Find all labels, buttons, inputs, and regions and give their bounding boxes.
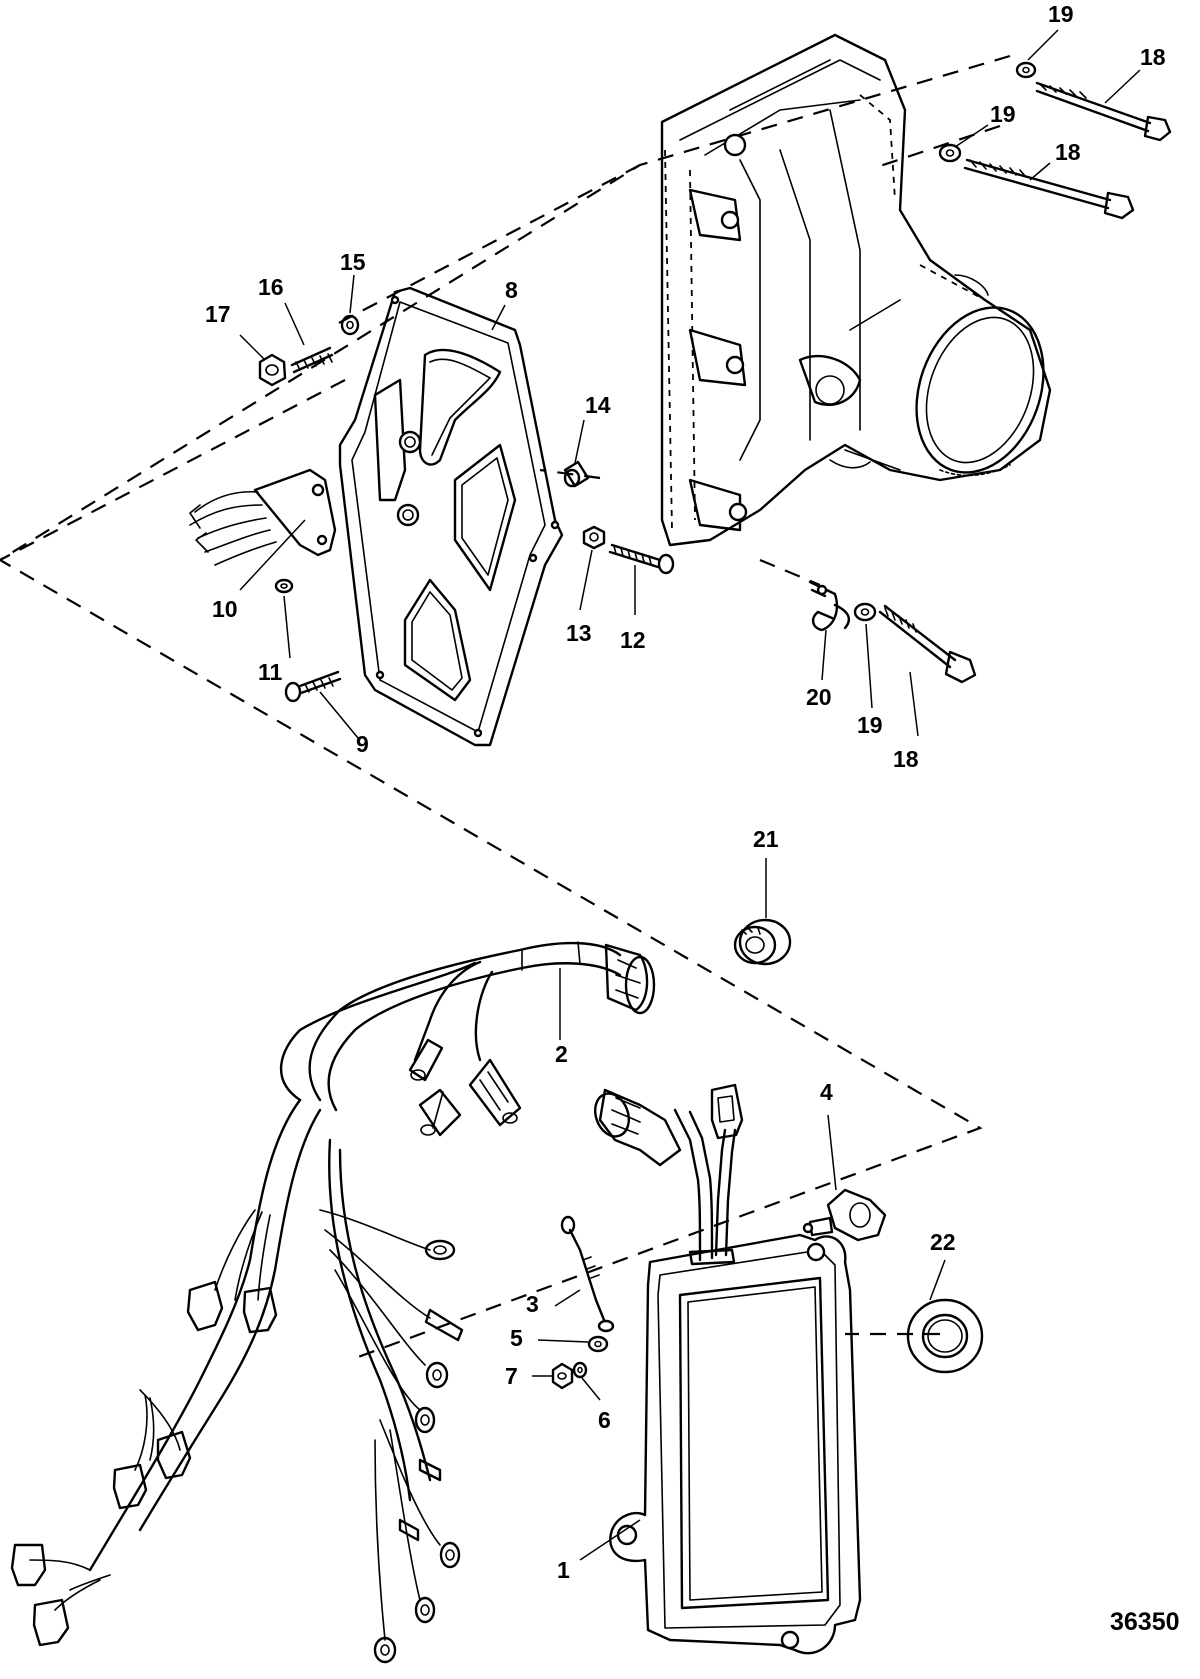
washer-19-middle [938, 143, 962, 163]
callout-1: 1 [557, 1557, 570, 1583]
bracket-10 [189, 468, 337, 566]
callout-9: 9 [356, 731, 369, 757]
bolt-18-middle [963, 158, 1135, 220]
washer-15 [340, 314, 360, 336]
stud-16 [290, 346, 334, 374]
callout-8: 8 [505, 277, 518, 303]
ground-lead-3 [560, 1215, 615, 1333]
screw-9 [284, 670, 342, 703]
grommet-22 [906, 1298, 984, 1374]
washer-19-lower [853, 602, 877, 622]
callout-5: 5 [510, 1325, 523, 1351]
wiring-harness-2 [10, 941, 656, 1664]
callout-21: 21 [753, 826, 779, 852]
washer-19-upper [1015, 61, 1037, 79]
grommet-21 [733, 918, 792, 966]
bolt-18-lower [878, 604, 977, 684]
callout-15: 15 [340, 249, 366, 275]
callout-16: 16 [258, 274, 284, 300]
leader-lines [239, 29, 1141, 1561]
callout-12: 12 [620, 627, 646, 653]
washer-11 [274, 578, 294, 594]
callout-4: 4 [820, 1079, 833, 1105]
spacer-14 [563, 460, 590, 488]
callout-18-middle: 18 [1055, 139, 1081, 165]
callout-18-upper: 18 [1140, 44, 1166, 70]
callout-22: 22 [930, 1229, 956, 1255]
washer-6 [572, 1361, 588, 1379]
callout-19-lower: 19 [857, 712, 883, 738]
bolt-18-upper [1035, 81, 1172, 142]
nut-7 [551, 1362, 574, 1390]
nut-17 [258, 353, 287, 387]
assembly-guide-lines [0, 54, 1011, 1362]
callout-20: 20 [806, 684, 832, 710]
callout-10: 10 [212, 596, 238, 622]
figure-number: 36350 [1110, 1608, 1180, 1636]
callout-14: 14 [585, 392, 611, 418]
screw-12 [608, 543, 675, 575]
mounting-bracket-housing [660, 33, 1052, 547]
nut-13 [582, 525, 606, 550]
callout-11: 11 [258, 659, 283, 685]
lockwasher-5 [587, 1335, 609, 1353]
callout-7: 7 [505, 1363, 518, 1389]
cable-clamp-20 [808, 580, 851, 632]
callout-2: 2 [555, 1041, 568, 1067]
callout-labels: 19 18 19 18 15 16 17 8 14 10 13 12 11 9 … [205, 1, 1166, 1583]
callout-17: 17 [205, 301, 231, 327]
callout-18-lower: 18 [893, 746, 919, 772]
callout-6: 6 [598, 1407, 611, 1433]
callout-13: 13 [566, 620, 592, 646]
sensor-4 [802, 1188, 887, 1242]
callout-19-upper: 19 [1048, 1, 1074, 27]
callout-19-middle: 19 [990, 101, 1016, 127]
ignition-module-1 [593, 1083, 862, 1655]
mounting-plate-8 [338, 286, 564, 747]
callout-3: 3 [526, 1291, 539, 1317]
